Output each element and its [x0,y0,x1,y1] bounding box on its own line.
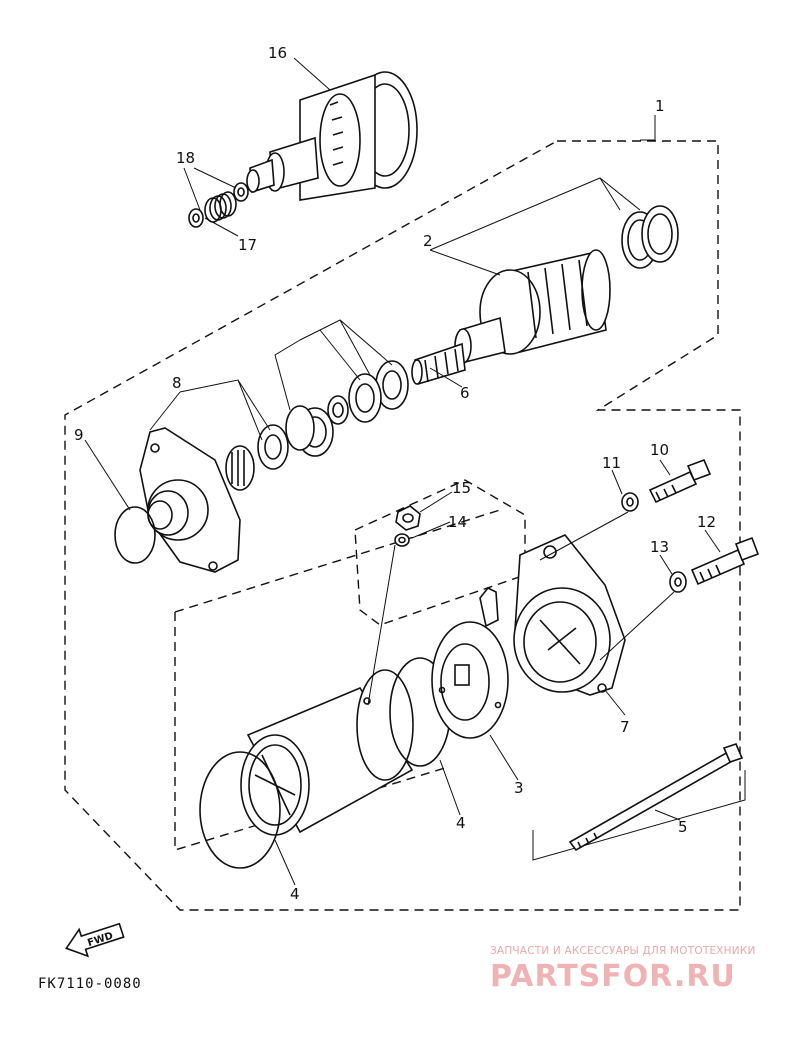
callout-18: 18 [176,149,195,167]
assembly-boundary [64,140,741,911]
watermark-brand: PARTSFOR.RU [490,959,736,994]
yoke-housing [240,669,414,836]
part-14-washer [394,533,410,547]
front-cover [139,427,241,573]
part-9-o-ring [114,506,156,564]
part-7-rear-cover [513,534,626,696]
callout-9: 9 [74,426,84,444]
fwd-arrow: FWD [65,922,125,958]
callout-15: 15 [452,479,471,497]
figure-code: FK7110-0080 [38,976,142,992]
part-16-pinion-clutch [246,71,418,201]
callout-12: 12 [697,513,716,531]
callout-16: 16 [268,44,287,62]
callout-1: 1 [655,97,665,115]
hardware-group-boundary [354,479,526,626]
callout-6: 6 [460,384,470,402]
callout-10: 10 [650,441,669,459]
part-15-nut [395,505,421,531]
callout-5: 5 [678,818,688,836]
long-bolt-bracket [532,770,746,861]
part-2-armature [411,205,679,386]
part-13-washer [669,571,687,593]
part-4-gasket-left [199,751,281,869]
shaft-washers [257,360,409,470]
callout-13: 13 [650,538,669,556]
leader-lines [84,57,721,886]
part-5-long-bolt [568,743,744,852]
part-17-spring [204,191,237,223]
callout-2: 2 [423,232,433,250]
part-11-washer [621,492,639,512]
part-8-bearing [225,445,255,491]
part-10-bolt [648,458,712,504]
callout-4-right: 4 [456,814,466,832]
part-3-brush-holder [431,586,509,739]
callout-14: 14 [448,513,467,531]
part-18-washers [188,182,249,228]
watermark-subtitle: ЗАПЧАСТИ И АКСЕССУАРЫ ДЛЯ МОТОТЕХНИКИ [490,945,756,957]
callout-8: 8 [172,374,182,392]
part-12-bolt [690,536,760,586]
callout-4-left: 4 [290,885,300,903]
callout-3: 3 [514,779,524,797]
callout-7: 7 [620,718,630,736]
callout-11: 11 [602,454,621,472]
callout-17: 17 [238,236,257,254]
